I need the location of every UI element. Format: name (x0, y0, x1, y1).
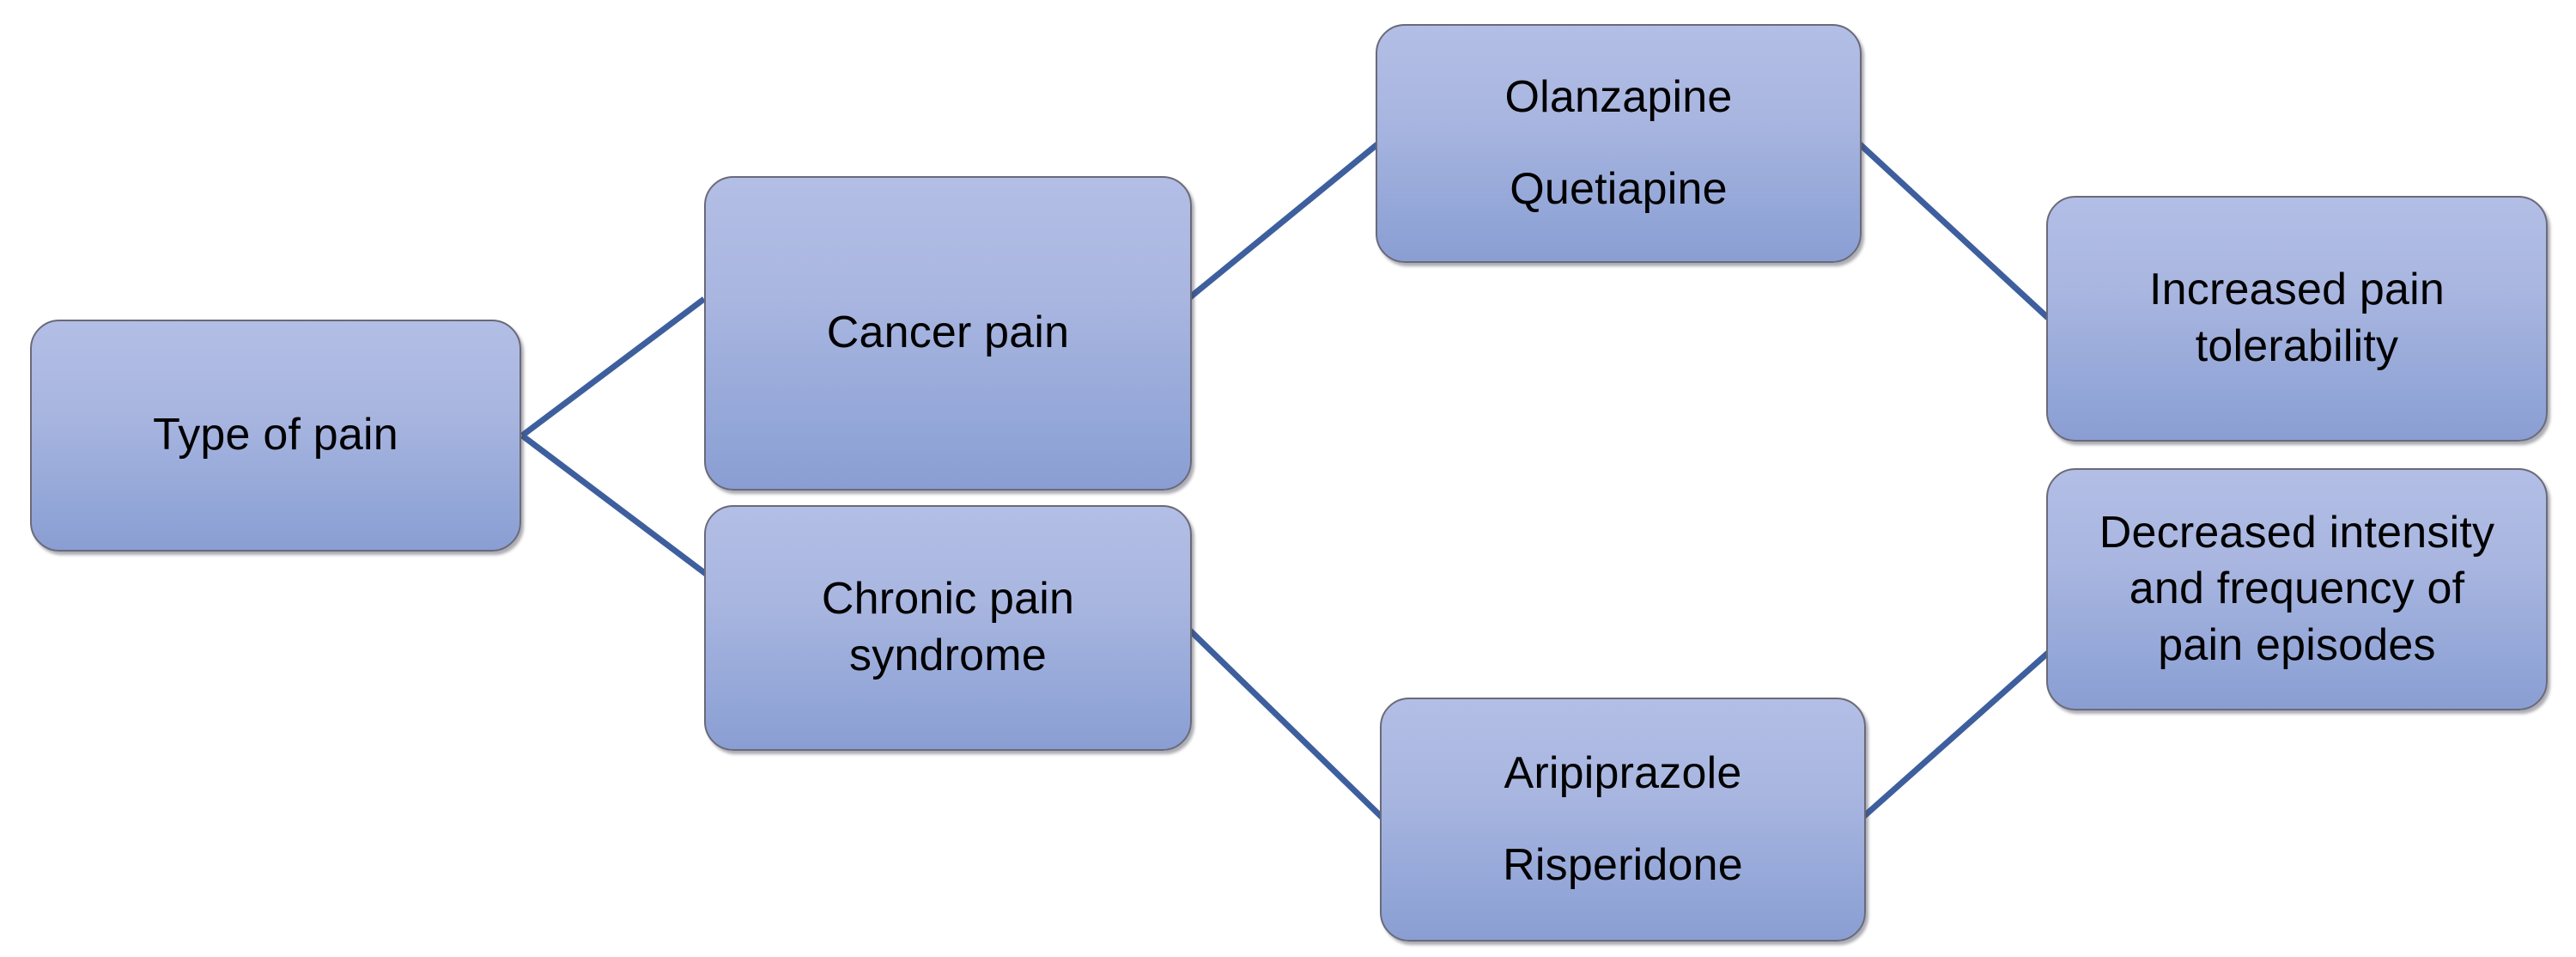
node-label-line: Quetiapine (1510, 164, 1728, 214)
connector-type-of-pain-to-chronic-pain-syndrome (519, 433, 708, 576)
node-label-line: Olanzapine (1504, 71, 1733, 122)
node-chronic-pain-syndrome[interactable]: Chronic pain syndrome (704, 505, 1192, 751)
node-label-line: Type of pain (153, 410, 398, 460)
node-type-of-pain[interactable]: Type of pain (30, 320, 521, 552)
node-label-line: Decreased intensity (2099, 507, 2495, 558)
node-aripiprazole-risperidone[interactable]: Aripiprazole Risperidone (1380, 698, 1866, 942)
node-label-line: syndrome (849, 631, 1047, 680)
connector-chronic-pain-syndrome-to-aripiprazole-risperidone (1188, 628, 1385, 820)
node-cancer-pain[interactable]: Cancer pain (704, 176, 1192, 491)
connector-aripiprazole-risperidone-to-decreased-intensity-frequency (1862, 650, 2050, 819)
node-label-line: Aripiprazole (1504, 747, 1742, 798)
node-label-line: Risperidone (1503, 840, 1743, 890)
connector-olanzapine-quetiapine-to-increased-pain-tolerability (1856, 140, 2050, 320)
node-label-line: Increased pain (2149, 265, 2445, 315)
node-increased-pain-tolerability[interactable]: Increased pain tolerability (2046, 196, 2548, 442)
node-label-line: Chronic pain (821, 574, 1075, 625)
node-label-line: tolerability (2195, 321, 2399, 371)
node-label-line: pain episodes (2158, 619, 2436, 670)
connector-type-of-pain-to-cancer-pain (519, 296, 707, 438)
node-decreased-intensity-frequency[interactable]: Decreased intensity and frequency of pai… (2046, 468, 2548, 710)
node-olanzapine-quetiapine[interactable]: Olanzapine Quetiapine (1376, 24, 1862, 263)
connector-cancer-pain-to-olanzapine-quetiapine (1188, 142, 1380, 300)
node-label-line: and frequency of (2129, 564, 2465, 614)
node-label-line: Cancer pain (826, 308, 1070, 358)
